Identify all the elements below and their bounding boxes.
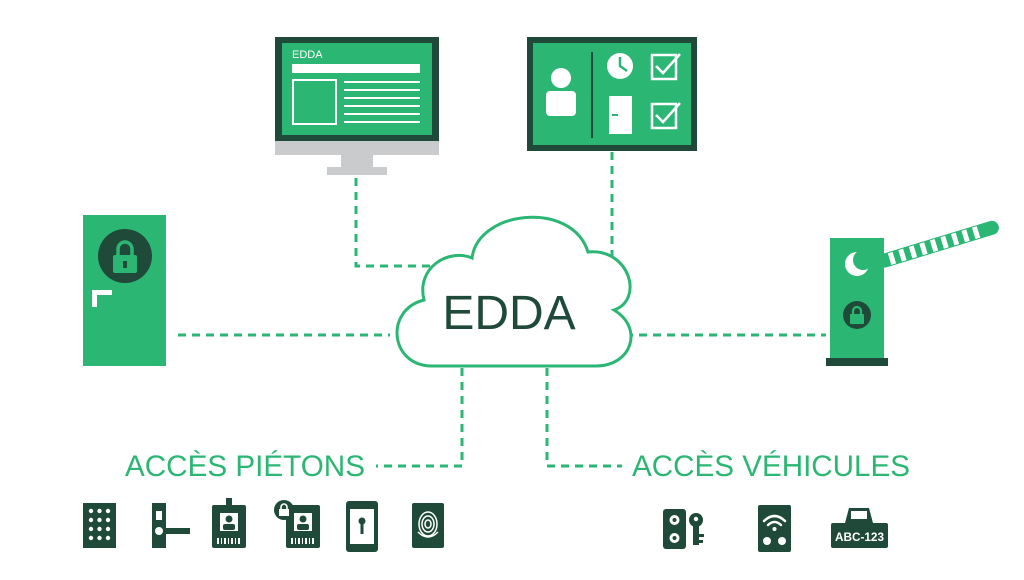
monitor-title: EDDA (292, 49, 323, 61)
connector-pedestrian (376, 368, 464, 468)
monitor-bar (292, 64, 420, 73)
user-icon (546, 68, 576, 116)
section-label-vehicle: ACCÈS VÉHICULES (632, 450, 910, 483)
connector-vehicle (545, 368, 622, 468)
remote-key-icon (663, 509, 704, 549)
check-icon (650, 102, 681, 130)
door-icon (609, 96, 632, 134)
barrier-arm (877, 220, 999, 268)
badge-icon (212, 498, 246, 548)
cloud-label: EDDA (442, 287, 575, 340)
monitor-text-lines (344, 81, 420, 123)
monitor-image-box (292, 79, 337, 125)
smartphone-icon (346, 501, 378, 552)
pedestrian-icons (83, 498, 444, 552)
cloud-shape (395, 215, 633, 368)
section-label-pedestrian: ACCÈS PIÉTONS (125, 450, 365, 483)
badge-with-lock-icon (274, 500, 320, 548)
check-icon (650, 53, 681, 81)
access-panel (527, 37, 697, 151)
license-plate-icon: ABC-123 (831, 508, 888, 548)
barrier (826, 220, 999, 366)
monitor-neck (341, 155, 373, 167)
connector-monitor (354, 178, 432, 268)
door-handle-icon (92, 290, 112, 307)
padlock-icon (113, 240, 137, 273)
connector-panel (590, 152, 614, 266)
monitor-foot (327, 167, 387, 175)
moon-icon (845, 250, 873, 276)
license-plate-text: ABC-123 (835, 530, 884, 544)
barrier-base (826, 358, 888, 366)
keypad-icon (83, 503, 116, 548)
padlock-icon (843, 301, 871, 329)
clock-icon (607, 53, 633, 79)
monitor: EDDA (275, 37, 439, 175)
vehicle-icons: ABC-123 (663, 505, 888, 552)
handle-lock-icon (152, 503, 190, 548)
monitor-chin (275, 141, 439, 155)
wireless-reader-icon (758, 505, 791, 552)
fingerprint-icon (412, 503, 444, 548)
cloud: EDDA (395, 215, 633, 368)
door (83, 215, 166, 366)
